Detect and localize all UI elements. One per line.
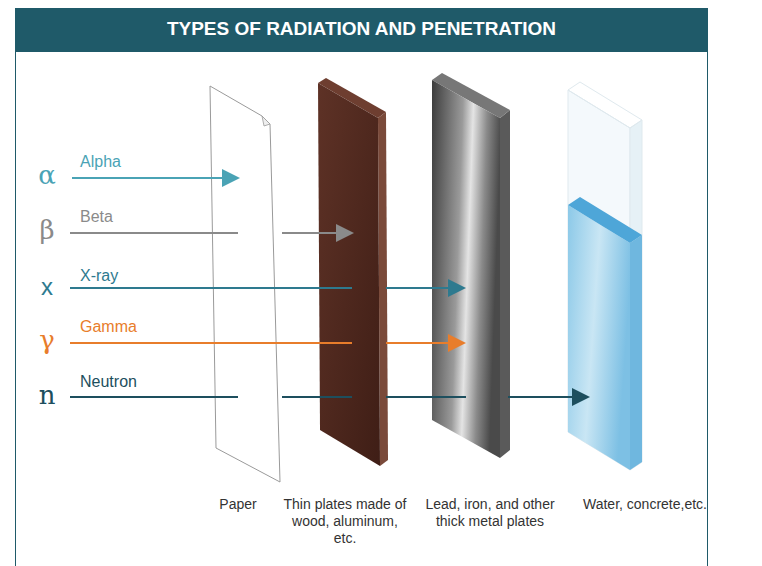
- beta-ray: [70, 232, 238, 234]
- gamma-arrowhead: [448, 334, 466, 352]
- radiation-name: Gamma: [80, 317, 170, 336]
- wood-plate: [318, 83, 380, 466]
- gamma-ray: [70, 342, 352, 344]
- neutron-ray: [508, 396, 574, 398]
- water-body: [568, 205, 630, 470]
- radiation-name: X-ray: [80, 266, 170, 285]
- title-text: TYPES OF RADIATION AND PENETRATION: [15, 18, 708, 41]
- material-label: Water, concrete,etc.: [580, 496, 710, 513]
- water-tank-rim: [568, 82, 642, 128]
- beta-arrowhead: [336, 224, 354, 242]
- frame-line: [15, 52, 16, 566]
- xray-ray: [70, 287, 352, 289]
- radiation-name: Alpha: [80, 152, 170, 171]
- beta-ray: [282, 232, 338, 234]
- title-bar: [15, 8, 708, 52]
- radiation-symbol: β: [36, 215, 58, 246]
- metal-plate-side: [500, 110, 510, 458]
- frame-line: [707, 52, 708, 566]
- water-surface: [568, 197, 642, 243]
- radiation-name: Beta: [80, 207, 170, 226]
- material-label: Thin plates made of wood, aluminum, etc.: [283, 496, 407, 546]
- xray-arrowhead: [448, 279, 466, 297]
- radiation-symbol: x: [36, 273, 58, 302]
- water-tank-glass: [568, 90, 630, 470]
- radiation-symbol: α: [36, 160, 58, 191]
- radiation-symbol: γ: [36, 325, 58, 356]
- alpha-ray: [72, 177, 224, 179]
- water-tank-side: [630, 120, 642, 470]
- alpha-arrowhead: [222, 169, 240, 187]
- radiation-symbol: n: [36, 380, 58, 411]
- radiation-name: Neutron: [80, 372, 180, 391]
- material-label: Paper: [198, 496, 278, 513]
- paper-sheet: [210, 86, 280, 482]
- xray-ray: [386, 287, 450, 289]
- water-side: [630, 235, 642, 470]
- metal-plate: [432, 80, 500, 458]
- material-label: Lead, iron, and other thick metal plates: [422, 496, 558, 530]
- gamma-ray: [386, 342, 450, 344]
- neutron-arrowhead: [572, 388, 590, 406]
- neutron-ray: [282, 396, 352, 398]
- neutron-ray: [386, 396, 466, 398]
- paper-fold: [262, 116, 270, 126]
- neutron-ray: [70, 396, 238, 398]
- radiation-rays: [70, 169, 590, 406]
